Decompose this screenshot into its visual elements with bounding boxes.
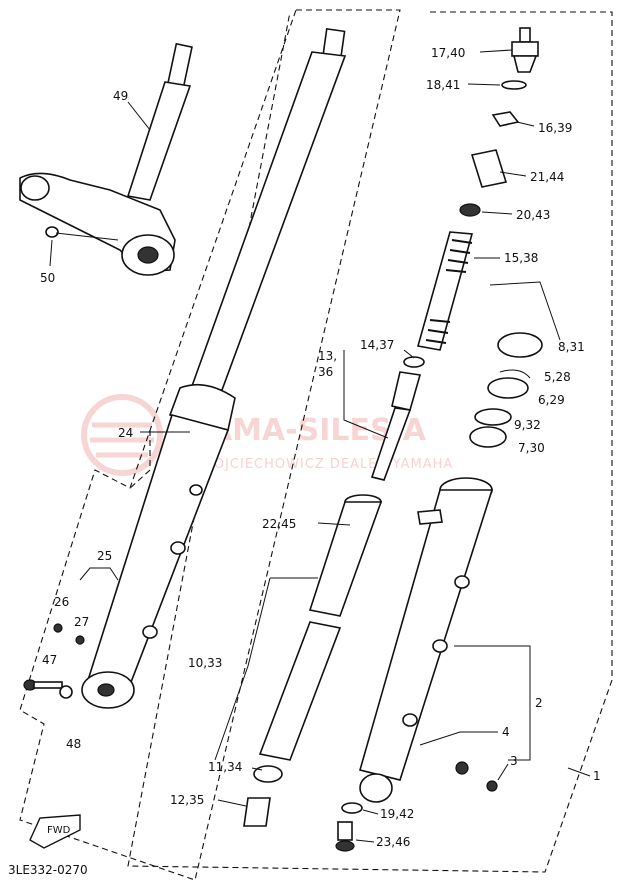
label-24: 24 — [118, 426, 133, 440]
inner-tube-part-22-45 — [308, 494, 383, 617]
left-fork-group-outline — [19, 9, 401, 881]
washer-part-3 — [486, 780, 498, 792]
label-19-42: 19,42 — [380, 807, 414, 821]
leader-11-34 — [251, 767, 263, 771]
piston-ring-part-11-34 — [253, 765, 283, 783]
drain-bolt-part-4 — [455, 761, 469, 775]
right-fork-group-outline — [127, 11, 613, 873]
collar-part-21-44 — [470, 149, 508, 188]
label-25: 25 — [97, 549, 112, 563]
bolt-part-23-46 — [335, 821, 355, 852]
label-7-30: 7,30 — [518, 441, 545, 455]
label-15-38: 15,38 — [504, 251, 538, 265]
bracket-seal-stack — [489, 281, 561, 341]
cap-bolt-part-17-40 — [511, 27, 539, 73]
fork-spring-part-15-38 — [416, 231, 474, 351]
leader-1 — [567, 767, 591, 777]
label-21-44: 21,44 — [530, 170, 564, 184]
label-18-41: 18,41 — [426, 78, 460, 92]
label-50: 50 — [40, 271, 55, 285]
leader-17-40 — [479, 49, 513, 53]
label-5-28: 5,28 — [544, 370, 571, 384]
label-20-43: 20,43 — [516, 208, 550, 222]
label-17-40: 17,40 — [431, 46, 465, 60]
washer-part-27 — [75, 635, 85, 645]
bracket-13-36 — [343, 350, 389, 439]
label-48: 48 — [66, 737, 81, 751]
bracket-49-outline — [127, 430, 151, 491]
right-outer-tube-part-2 — [359, 477, 494, 803]
bracket-2 — [454, 645, 531, 761]
washer-part-9-32 — [474, 408, 512, 426]
diagram-code: 3LE332-0270 — [8, 863, 88, 877]
leader-3 — [497, 763, 509, 781]
bushing-part-7-30 — [469, 426, 507, 448]
leader-23-46 — [355, 839, 375, 843]
label-4: 4 — [502, 725, 510, 739]
part-labels: 49 50 24 25 26 27 47 48 17,40 18,41 16,3… — [40, 46, 601, 849]
leader-50 — [49, 239, 53, 267]
leader-49 — [127, 101, 151, 131]
label-6-29: 6,29 — [538, 393, 565, 407]
label-2: 2 — [535, 696, 543, 710]
leader-22-45 — [317, 522, 351, 526]
leader-20-43 — [481, 211, 513, 215]
label-1: 1 — [593, 769, 601, 783]
leader-18-41 — [467, 83, 501, 86]
label-8-31: 8,31 — [558, 340, 585, 354]
label-3: 3 — [510, 754, 518, 768]
washer-part-48 — [59, 685, 73, 699]
gasket-part-19-42 — [341, 802, 363, 814]
label-22-45: 22,45 — [262, 517, 296, 531]
leader-21-44 — [499, 171, 527, 177]
leader-4 — [419, 731, 498, 746]
leader-14-37 — [403, 349, 415, 359]
label-26: 26 — [54, 595, 69, 609]
label-12-35: 12,35 — [170, 793, 204, 807]
inner-tube-part-10-33 — [258, 621, 342, 761]
label-11-34: 11,34 — [208, 760, 242, 774]
bracket-10-33 — [214, 577, 318, 761]
label-27: 27 — [74, 615, 89, 629]
label-36: 36 — [318, 365, 333, 379]
bracket-25 — [79, 567, 119, 581]
leader-19-42 — [362, 809, 379, 815]
watermark-subtitle: WOJCIECHOWICZ DEALER YAMAHA — [200, 457, 453, 472]
oil-lock-piece-part-12-35 — [243, 797, 271, 827]
washer-part-20-43 — [459, 203, 481, 217]
left-fork-assembly-part-24 — [81, 27, 347, 709]
watermark-logo-stripes — [90, 422, 154, 458]
label-13: 13, — [318, 349, 337, 363]
clip-part-5-28 — [499, 369, 531, 379]
bolt-part-50 — [45, 226, 119, 241]
label-14-37: 14,37 — [360, 338, 394, 352]
screw-part-26 — [53, 623, 63, 633]
label-9-32: 9,32 — [514, 418, 541, 432]
oil-seal-part-6-29 — [487, 377, 529, 399]
label-10-33: 10,33 — [188, 656, 222, 670]
o-ring-part-18-41 — [501, 80, 527, 90]
leader-12-35 — [217, 799, 247, 807]
dust-seal-part-8-31 — [497, 332, 543, 358]
label-16-39: 16,39 — [538, 121, 572, 135]
damper-rod-part-13-36 — [370, 356, 425, 481]
label-47: 47 — [42, 653, 57, 667]
label-23-46: 23,46 — [376, 835, 410, 849]
watermark-logo-icon — [81, 394, 163, 476]
steering-stem-part-49 — [19, 42, 193, 276]
leader-16-39 — [516, 121, 535, 127]
spacer-part-16-39 — [491, 111, 520, 127]
fwd-arrow-icon: FWD — [29, 814, 81, 849]
fwd-label: FWD — [47, 825, 71, 836]
label-49: 49 — [113, 89, 128, 103]
bolt-part-47 — [23, 679, 63, 691]
